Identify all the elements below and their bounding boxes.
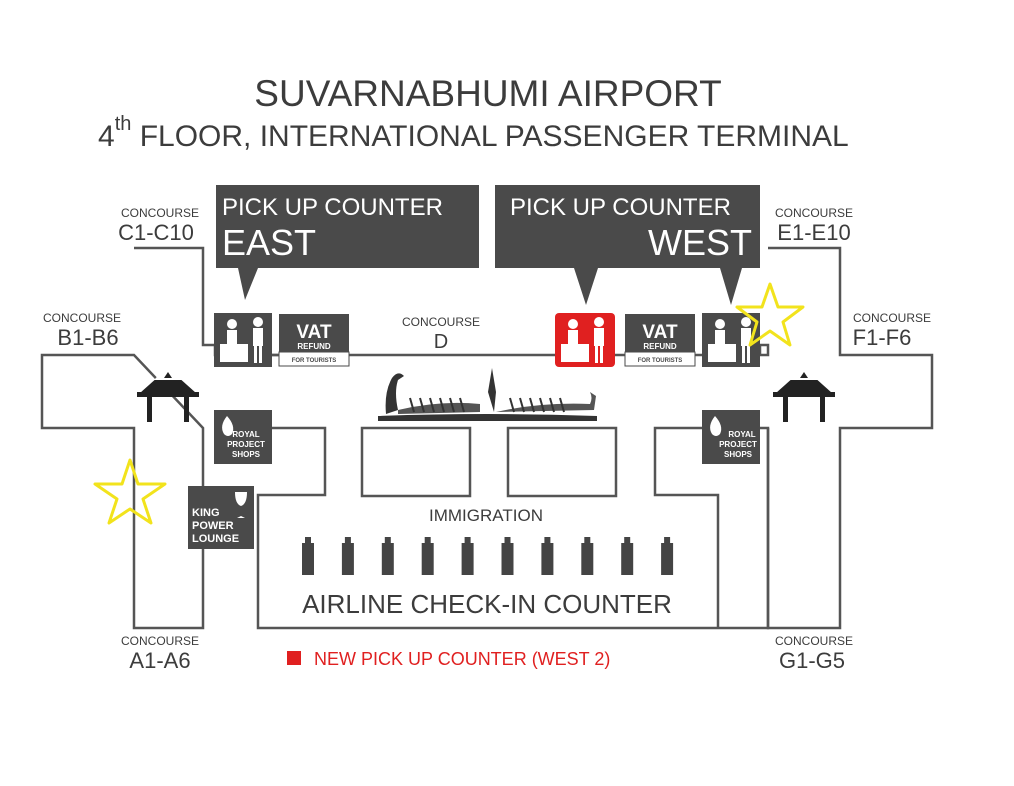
- svg-text:CONCOURSE: CONCOURSE: [121, 634, 199, 648]
- svg-text:VAT: VAT: [642, 322, 678, 343]
- checkin-kiosk-icon: [501, 537, 514, 575]
- royal-project-shops-right: ROYAL PROJECT SHOPS: [702, 410, 760, 464]
- checkin-kiosk-icon: [341, 537, 354, 575]
- star-marker-icon: [93, 458, 167, 525]
- svg-text:POWER: POWER: [192, 520, 234, 532]
- royal-project-shops-left: ROYAL PROJECT SHOPS: [214, 410, 272, 464]
- leaf-icon: [222, 416, 234, 436]
- pickup-west-title: PICK UP COUNTER: [510, 194, 731, 221]
- checkin-kiosk-icon: [581, 537, 594, 575]
- leaf-icon: [710, 416, 722, 436]
- checkin-kiosk-icon: [541, 537, 554, 575]
- pickup-counter-west-icon: [702, 313, 760, 367]
- svg-text:CONCOURSE: CONCOURSE: [43, 311, 121, 325]
- svg-text:REFUND: REFUND: [643, 342, 677, 351]
- svg-text:SHOPS: SHOPS: [232, 450, 261, 459]
- checkin-kiosk-icon: [421, 537, 434, 575]
- svg-text:KING: KING: [192, 507, 220, 519]
- svg-text:REFUND: REFUND: [297, 342, 331, 351]
- svg-text:SHOPS: SHOPS: [724, 450, 753, 459]
- svg-text:CONCOURSE: CONCOURSE: [402, 315, 480, 329]
- svg-text:G1-G5: G1-G5: [779, 648, 845, 673]
- svg-text:ROYAL: ROYAL: [232, 430, 259, 439]
- immigration-label: IMMIGRATION: [429, 506, 543, 525]
- svg-text:D: D: [434, 331, 448, 353]
- legend-label: NEW PICK UP COUNTER (WEST 2): [314, 649, 610, 669]
- svg-text:B1-B6: B1-B6: [57, 325, 118, 350]
- svg-text:LOUNGE: LOUNGE: [192, 533, 239, 545]
- legend-red-swatch: [287, 651, 301, 665]
- wine-glass-icon: [235, 492, 247, 518]
- checkin-kiosks: [302, 537, 674, 575]
- svg-text:A1-A6: A1-A6: [129, 648, 190, 673]
- svg-text:VAT: VAT: [296, 322, 332, 343]
- concourse-b-label: CONCOURSE B1-B6: [43, 311, 121, 350]
- svg-text:PROJECT: PROJECT: [719, 440, 757, 449]
- concourse-f-label: CONCOURSE F1-F6: [853, 311, 931, 350]
- thai-pavilion-right-icon: [773, 365, 835, 422]
- checkin-kiosk-icon: [381, 537, 394, 575]
- svg-text:F1-F6: F1-F6: [853, 325, 912, 350]
- checkin-kiosk-icon: [621, 537, 634, 575]
- svg-text:FOR TOURISTS: FOR TOURISTS: [638, 358, 683, 364]
- svg-text:CONCOURSE: CONCOURSE: [121, 206, 199, 220]
- checkin-kiosk-icon: [302, 537, 314, 575]
- new-pickup-counter-west2-icon: [555, 313, 615, 367]
- vat-refund-west-icon: VAT REFUND FOR TOURISTS: [624, 314, 696, 367]
- pickup-counter-west-callout: PICK UP COUNTER WEST: [495, 185, 760, 305]
- svg-text:PROJECT: PROJECT: [227, 440, 265, 449]
- checkin-kiosk-icon: [661, 537, 674, 575]
- svg-text:CONCOURSE: CONCOURSE: [775, 206, 853, 220]
- pickup-counter-east-icon: [214, 313, 272, 367]
- pickup-west-name: WEST: [648, 222, 752, 263]
- star-marker-icon: [735, 282, 805, 347]
- svg-text:FOR TOURISTS: FOR TOURISTS: [292, 358, 337, 364]
- concourse-a-label: CONCOURSE A1-A6: [121, 634, 199, 673]
- legend: NEW PICK UP COUNTER (WEST 2): [287, 649, 610, 669]
- royal-barge-sculpture-icon: [378, 368, 597, 421]
- concourse-d-label: CONCOURSE D: [402, 315, 480, 353]
- svg-text:C1-C10: C1-C10: [118, 220, 194, 245]
- concourse-e-label: CONCOURSE E1-E10: [775, 206, 853, 245]
- king-power-lounge: KING POWER LOUNGE: [188, 486, 254, 549]
- thai-pavilion-left-icon: [137, 365, 199, 422]
- svg-text:CONCOURSE: CONCOURSE: [853, 311, 931, 325]
- pickup-counter-east-callout: PICK UP COUNTER EAST: [216, 185, 479, 300]
- concourse-g-label: CONCOURSE G1-G5: [775, 634, 853, 673]
- pickup-east-name: EAST: [222, 222, 316, 263]
- svg-text:ROYAL: ROYAL: [728, 430, 755, 439]
- pickup-east-title: PICK UP COUNTER: [222, 194, 443, 221]
- checkin-kiosk-icon: [461, 537, 474, 575]
- map-title: SUVARNABHUMI AIRPORT: [254, 73, 721, 114]
- concourse-c-label: CONCOURSE C1-C10: [118, 206, 199, 245]
- svg-text:CONCOURSE: CONCOURSE: [775, 634, 853, 648]
- svg-text:E1-E10: E1-E10: [777, 220, 850, 245]
- terminal-outline: [40, 246, 934, 630]
- map-subtitle: 4th FLOOR, INTERNATIONAL PASSENGER TERMI…: [98, 113, 849, 153]
- airline-checkin-label: AIRLINE CHECK-IN COUNTER: [302, 589, 672, 619]
- vat-refund-east-icon: VAT REFUND FOR TOURISTS: [278, 314, 350, 367]
